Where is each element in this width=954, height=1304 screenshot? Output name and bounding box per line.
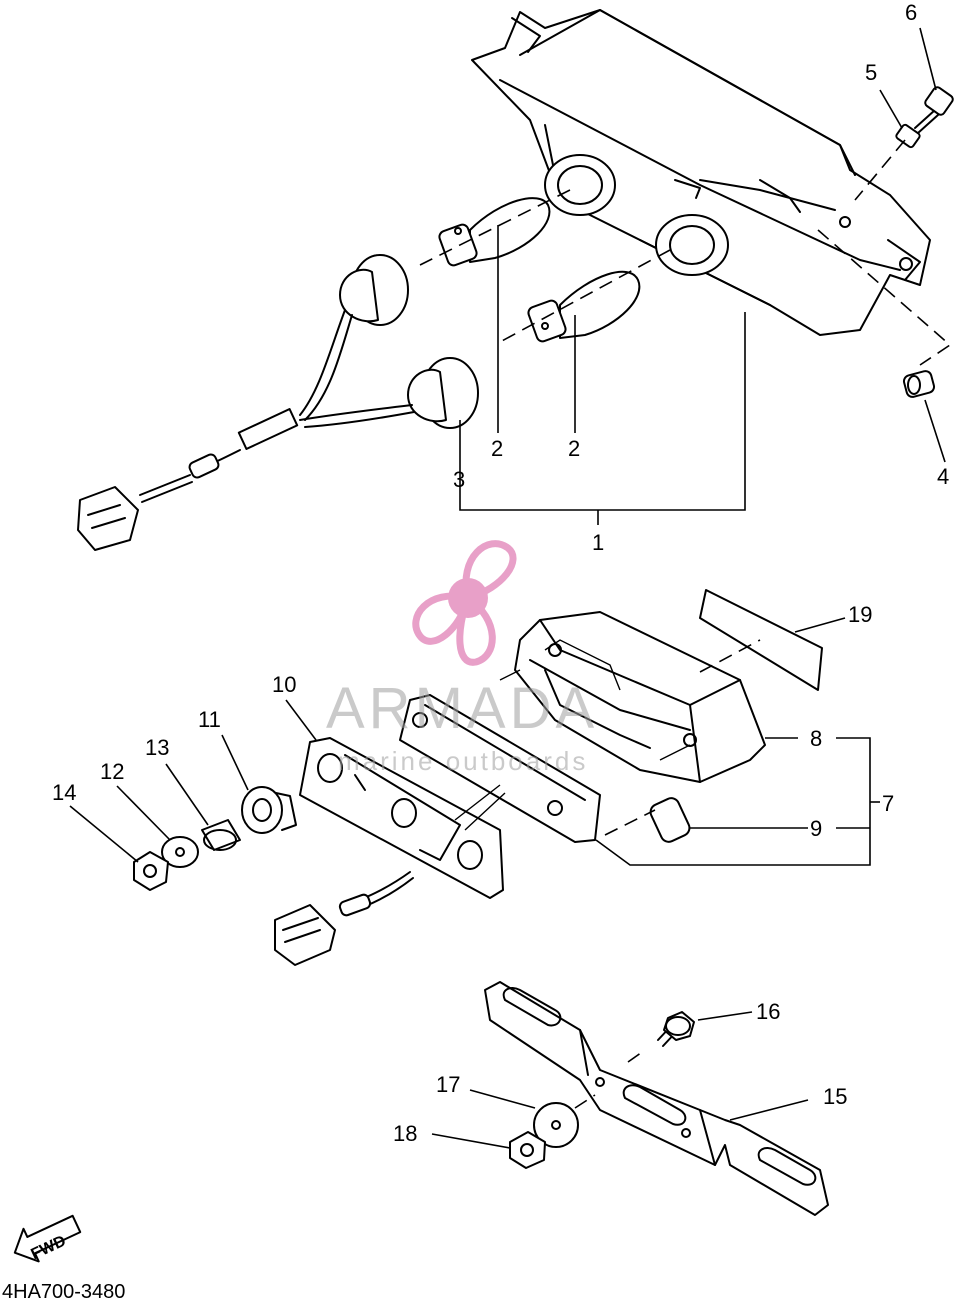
callout-14: 14 <box>52 780 76 805</box>
bulb-lower <box>527 270 641 343</box>
grommet-4 <box>902 370 936 398</box>
nut-18 <box>509 1131 546 1169</box>
grommet-11 <box>241 786 297 834</box>
license-lamp-body-8 <box>499 611 766 783</box>
armada-watermark-logo <box>412 540 517 666</box>
callout-17: 17 <box>436 1072 460 1097</box>
callout-8: 8 <box>810 726 822 751</box>
fwd-arrow-icon <box>13 1214 82 1263</box>
callout-2a: 2 <box>491 436 503 461</box>
callout-11: 11 <box>198 707 221 732</box>
socket-harness <box>77 254 479 551</box>
connector-lower <box>274 871 414 966</box>
lamp-base-10 <box>299 737 506 899</box>
collar-13 <box>201 819 241 851</box>
callout-15: 15 <box>823 1084 847 1109</box>
taillight-housing <box>471 9 931 336</box>
bulb-upper <box>438 197 551 267</box>
callout-6: 6 <box>905 0 917 25</box>
gasket-plate <box>399 694 601 843</box>
watermark-tagline: marine outboards <box>338 746 588 776</box>
washer-12 <box>161 836 199 868</box>
license-bracket-15 <box>484 981 829 1216</box>
callout-13: 13 <box>145 735 169 760</box>
callout-4: 4 <box>937 464 949 489</box>
callout-19: 19 <box>848 602 872 627</box>
bolt-16 <box>657 1011 695 1047</box>
callout-18: 18 <box>393 1121 417 1146</box>
propeller-icon <box>412 540 517 666</box>
callout-7: 7 <box>882 791 894 816</box>
watermark-brand: ARMADA <box>326 676 598 741</box>
screw-6 <box>914 86 954 134</box>
callout-5: 5 <box>865 60 877 85</box>
bulb-9 <box>649 797 691 843</box>
diagram-part-code: 4HA700-3480 <box>2 1281 125 1303</box>
callout-12: 12 <box>100 759 124 784</box>
callout-9: 9 <box>810 816 822 841</box>
nut-14 <box>133 851 169 891</box>
lens-19 <box>699 589 823 691</box>
callout-3: 3 <box>453 467 465 492</box>
callout-10: 10 <box>272 672 296 697</box>
callout-16: 16 <box>756 999 780 1024</box>
callout-1: 1 <box>592 530 604 555</box>
callout-2b: 2 <box>568 436 580 461</box>
washer-17 <box>533 1102 579 1148</box>
